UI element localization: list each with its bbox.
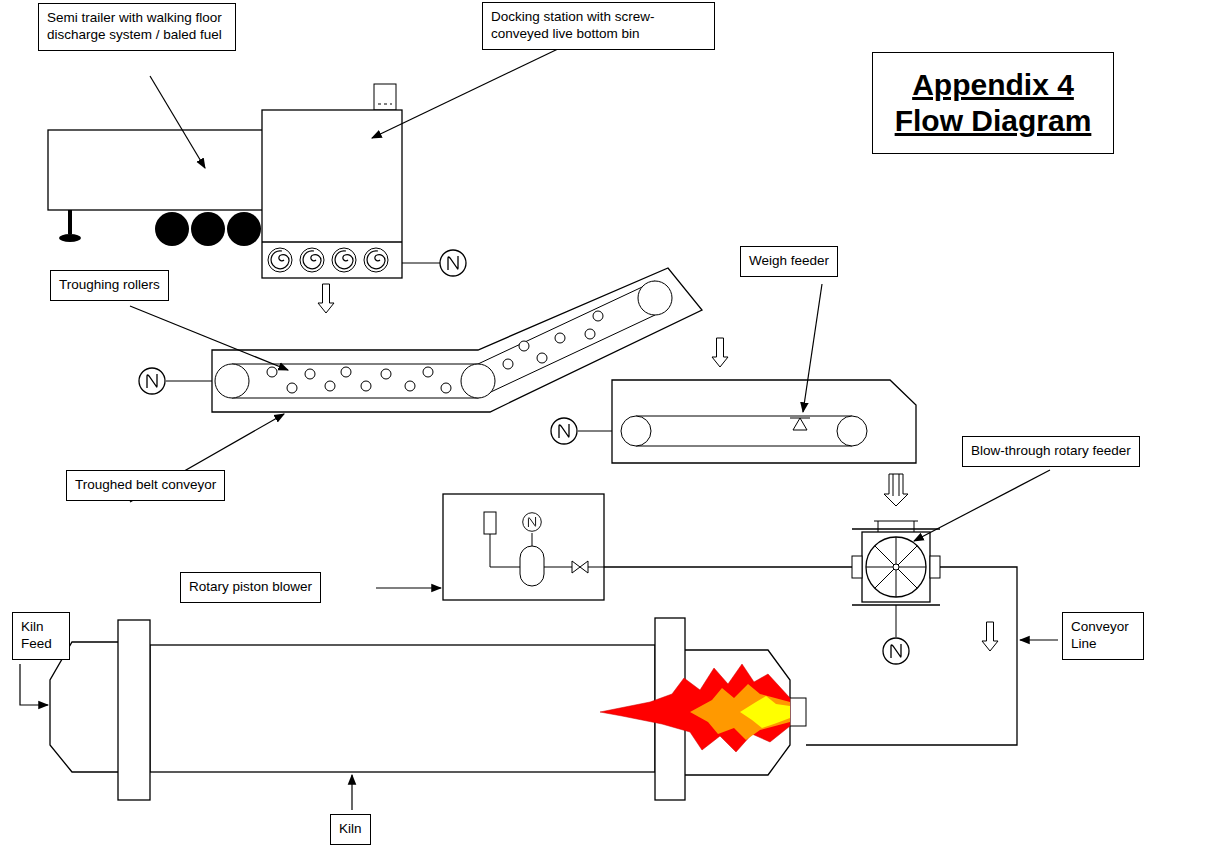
callout-label: Troughed belt conveyor [66, 470, 225, 501]
callout-label: Blow-through rotary feeder [962, 436, 1140, 467]
title-text: Appendix 4 Flow Diagram [893, 67, 1093, 139]
rotary-kiln [50, 618, 806, 800]
callout-label: Weigh feeder [740, 246, 838, 277]
callout-label: Semi trailer with walking floor discharg… [38, 3, 236, 51]
docking-station [262, 84, 466, 278]
label-text: Blow-through rotary feeder [971, 443, 1131, 460]
label-text: Troughing rollers [59, 277, 160, 294]
label-text: Kiln [339, 821, 362, 838]
callout-label: Docking station with screw-conveyed live… [482, 2, 715, 50]
callout-label: Troughing rollers [50, 270, 169, 301]
callout-label: Rotary piston blower [180, 572, 321, 603]
rotary-piston-blower [443, 494, 604, 600]
label-text: Kiln Feed [21, 619, 61, 653]
callout-label: Conveyor Line [1062, 612, 1144, 660]
flow-arrow [318, 284, 334, 313]
rotary-feeder [852, 521, 940, 664]
flow-arrow-double [884, 474, 908, 506]
semi-trailer [48, 130, 270, 246]
label-text: Weigh feeder [749, 253, 829, 270]
flow-arrow [712, 338, 728, 367]
label-text: Conveyor Line [1071, 619, 1135, 653]
label-text: Rotary piston blower [189, 579, 312, 596]
label-text: Troughed belt conveyor [75, 477, 216, 494]
flow-arrow [982, 622, 998, 651]
callout-label: Kiln [330, 814, 371, 845]
label-text: Semi trailer with walking floor discharg… [47, 10, 227, 44]
callout-label: Kiln Feed [12, 612, 70, 660]
label-text: Docking station with screw-conveyed live… [491, 9, 706, 43]
leader-lines [20, 48, 1058, 810]
title-box: Appendix 4 Flow Diagram [872, 52, 1114, 154]
weigh-feeder [551, 380, 916, 463]
